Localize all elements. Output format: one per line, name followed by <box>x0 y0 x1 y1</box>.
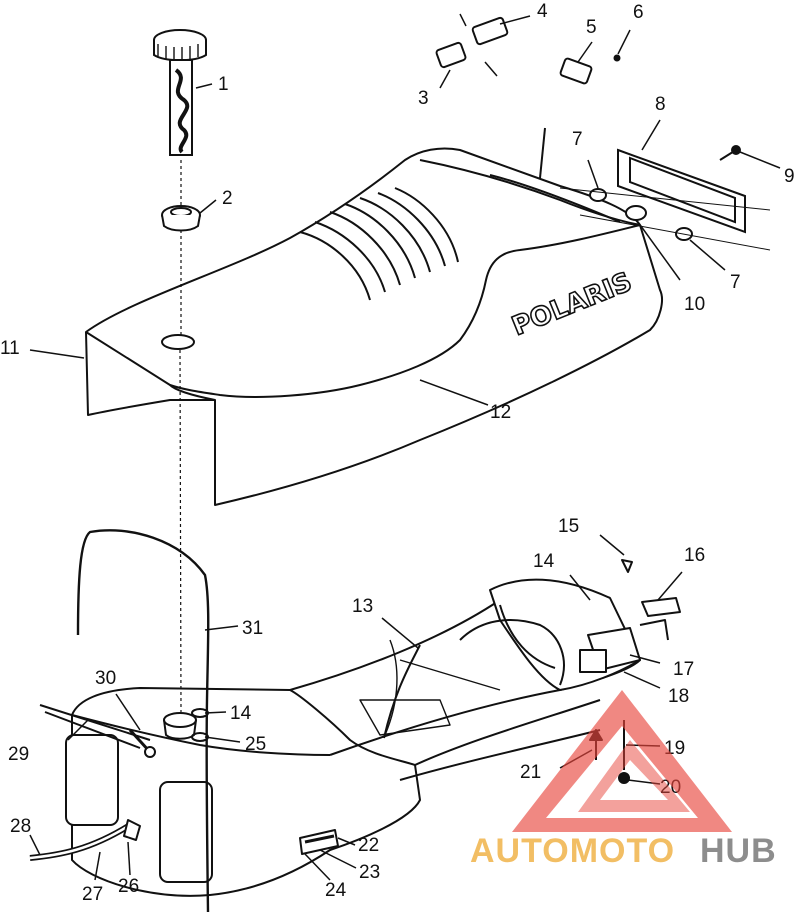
leader-lines <box>29 15 781 881</box>
callout-9: 9 <box>784 166 795 187</box>
watermark-text-part2: HUB <box>700 832 777 870</box>
callout-27: 27 <box>82 884 103 905</box>
tail-light-assembly <box>589 145 746 241</box>
callout-1: 1 <box>218 74 229 95</box>
filler-cap <box>153 29 207 156</box>
emblem-parts <box>435 13 621 85</box>
callout-16: 16 <box>684 545 705 566</box>
callout-23: 23 <box>359 862 380 883</box>
callout-7a: 7 <box>572 129 583 150</box>
callout-21: 21 <box>520 762 541 783</box>
callout-4: 4 <box>537 1 548 22</box>
callout-24: 24 <box>325 880 347 901</box>
grommet <box>161 205 201 232</box>
callout-15: 15 <box>558 516 579 537</box>
callout-6: 6 <box>633 2 644 23</box>
callout-11: 11 <box>0 338 20 359</box>
watermark-triangle-icon <box>512 690 732 832</box>
callout-26: 26 <box>118 876 139 897</box>
brand-logo: POLARIS <box>508 267 636 342</box>
callout-25: 25 <box>245 734 266 755</box>
callout-28: 28 <box>10 816 31 837</box>
seat-cover <box>85 127 663 506</box>
callout-7b: 7 <box>730 272 741 293</box>
callout-5: 5 <box>586 17 597 38</box>
callout-18: 18 <box>668 686 689 707</box>
callout-29: 29 <box>8 744 29 765</box>
callout-17: 17 <box>673 659 694 680</box>
callout-12: 12 <box>490 402 511 423</box>
fuel-tank-base <box>29 529 681 913</box>
callout-3: 3 <box>418 88 429 109</box>
callout-14b: 14 <box>230 703 252 724</box>
watermark-text-part1: AUTOMOTO <box>470 832 675 870</box>
callout-8: 8 <box>655 94 666 115</box>
callout-13: 13 <box>352 596 373 617</box>
callout-10: 10 <box>684 294 705 315</box>
callout-31: 31 <box>242 618 263 639</box>
callout-22: 22 <box>358 835 379 856</box>
watermark: AUTOMOTO HUB <box>470 690 777 870</box>
callout-2: 2 <box>222 188 233 209</box>
callout-14a: 14 <box>533 551 555 572</box>
callout-30: 30 <box>95 668 116 689</box>
